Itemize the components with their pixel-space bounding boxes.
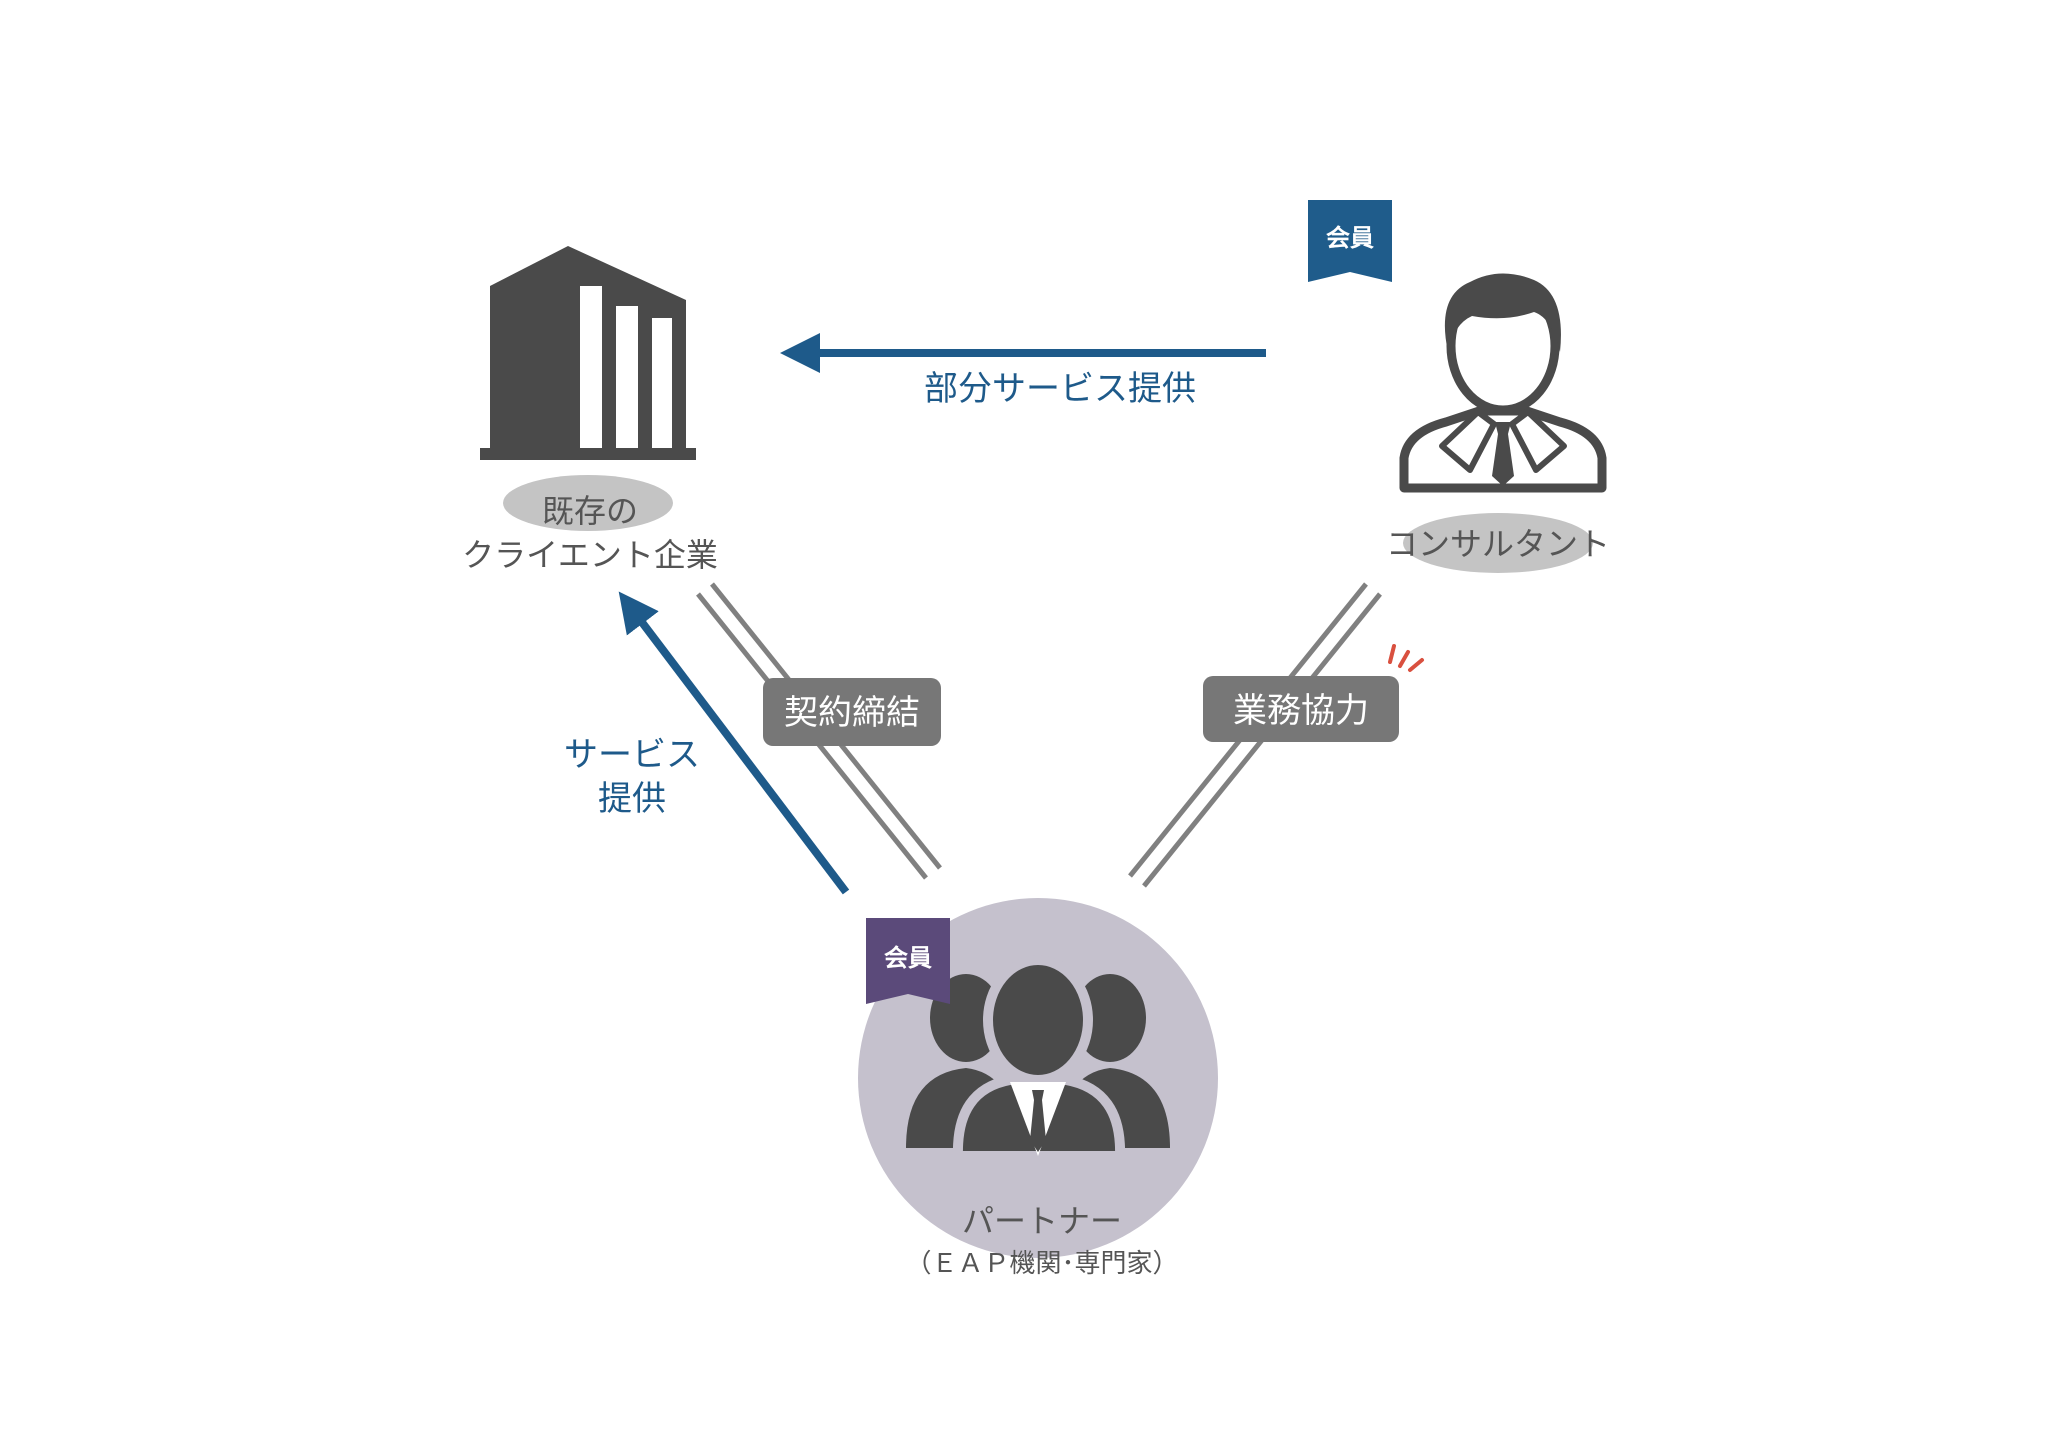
client-label-ellipse (503, 475, 673, 531)
service-label-line2: 提供 (598, 779, 666, 819)
businessman-icon (1399, 273, 1607, 493)
cooperation-edge: 業務協力 (1128, 582, 1424, 888)
consultant-badge-label: 会員 (1326, 224, 1374, 252)
partial-service-label: 部分サービス提供 (924, 369, 1196, 409)
partner-label-line2: （ＥＡＰ機関･専門家） (905, 1249, 1178, 1279)
office-building-icon (480, 246, 696, 460)
client-label-line2: クライエント企業 (462, 536, 718, 574)
cooperation-label: 業務協力 (1233, 691, 1369, 731)
service-arrow (618, 591, 850, 895)
partner-badge-label: 会員 (884, 944, 932, 972)
consultant-member-badge: 会員 (1308, 200, 1392, 282)
consultant-label-ellipse (1403, 513, 1593, 573)
cooperation-tag (1203, 676, 1399, 742)
contract-label: 契約締結 (784, 693, 920, 733)
client-label-line1: 既存の (542, 492, 638, 530)
partner-node: 会員 パートナー （ＥＡＰ機関･専門家） (858, 898, 1218, 1279)
consultant-node: 会員 コンサルタント (1308, 200, 1610, 573)
partner-member-badge: 会員 (866, 918, 950, 1004)
service-label-line1: サービス (564, 735, 700, 775)
partner-label-line1: パートナー (962, 1202, 1122, 1240)
emphasis-marks-icon (1388, 644, 1424, 672)
business-group-icon (906, 955, 1170, 1161)
contract-tag (763, 678, 941, 746)
partial-service-edge: 部分サービス提供 (780, 333, 1266, 409)
client-company-node: 既存の クライエント企業 (462, 246, 718, 574)
contract-edge: 契約締結 (696, 582, 942, 880)
service-edge: サービス 提供 (564, 591, 850, 895)
consultant-label: コンサルタント (1386, 525, 1610, 563)
